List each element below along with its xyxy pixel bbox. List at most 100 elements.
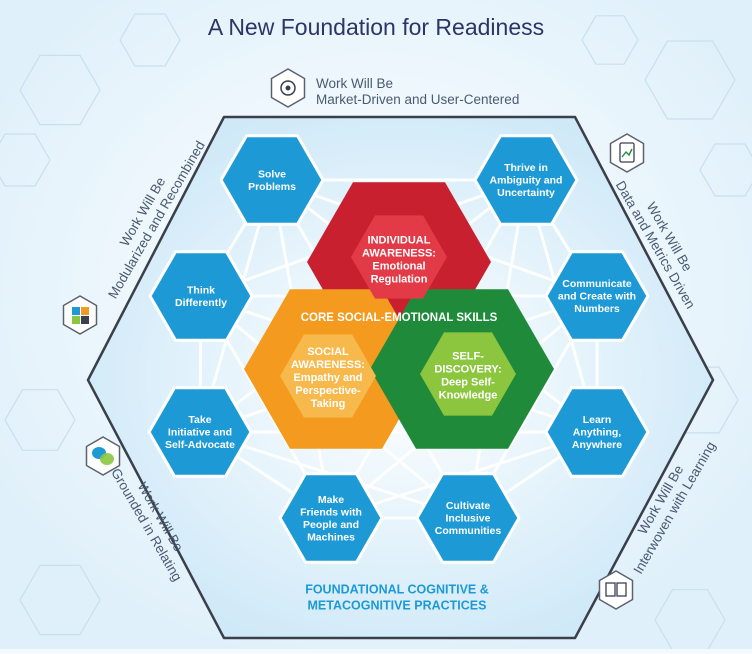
background-hexagon [0,133,51,187]
skill-label-line: Self-Advocate [165,439,235,451]
target-icon [270,68,306,108]
individual-awareness-label-line: INDIVIDUAL [368,234,431,246]
trend-top-label: Work Will Be Market-Driven and User-Cent… [316,76,519,108]
skill-label-line: Numbers [574,303,620,315]
self-discovery-label: SELF-DISCOVERY:Deep Self-Knowledge [434,350,501,401]
skill-label-line: Think [187,284,215,296]
icons-layer [62,68,645,610]
self-discovery-label-line: Knowledge [439,389,498,401]
puzzle-icon-piece [81,316,89,324]
skill-hexagon-shape [544,386,650,478]
skill-label-line: Problems [248,181,296,193]
social-awareness-label-line: AWARENESS: [291,359,365,371]
book-icon [598,570,634,610]
skill-hexagon-shape [147,386,253,478]
page-title: A New Foundation for Readiness [207,14,545,40]
skill-label-line: Inclusive [446,513,491,525]
skill-hexagon-shape [219,134,325,226]
background-hexagon [644,40,736,120]
background-hexagon [699,143,752,197]
social-awareness-label-line: SOCIAL [307,346,349,358]
skill-label-line: Uncertainty [497,187,555,199]
self-discovery-label-line: DISCOVERY: [434,363,501,375]
skill-label-line: Learn [583,414,612,426]
book-icon-page [616,582,627,597]
skill-hexagon-shape [473,134,579,226]
individual-awareness-label-line: Emotional [372,260,425,272]
target-icon-center [285,85,291,91]
puzzle-icon [62,295,98,335]
skill-label-line: Solve [258,168,286,180]
foundation-text-line: FOUNDATIONAL COGNITIVE & [305,582,489,596]
skill-label-line: Initiative and [168,427,232,439]
core-heading: CORE SOCIAL-EMOTIONAL SKILLS [301,312,498,324]
individual-awareness-label-line: AWARENESS: [362,247,436,259]
skill-hexagon-shape [278,472,384,564]
puzzle-icon-piece [72,307,80,315]
puzzle-icon-piece [72,316,80,324]
background-hexagon [19,54,101,126]
individual-awareness-label-line: Regulation [371,273,428,285]
background-hexagon [19,564,101,636]
speech-bubbles-icon [85,436,121,476]
self-discovery-label-line: Deep Self- [441,376,495,388]
skill-label-line: and Create with [558,291,636,303]
background-hexagon [581,15,639,65]
foundation-text: FOUNDATIONAL COGNITIVE & METACOGNITIVE PR… [305,582,489,612]
skill-label-line: Cultivate [446,500,491,512]
self-discovery-inner [420,332,516,416]
skill-label-line: Thrive in [504,162,548,174]
skill-label-line: Machines [307,531,355,543]
social-awareness-label-line: Taking [311,398,346,410]
target-icon-ring [280,80,296,96]
book-icon-frame [598,570,634,610]
background-hexagon [4,389,76,451]
social-awareness-inner [280,334,376,418]
self-discovery-label-line: SELF- [452,350,484,362]
background-hexagon [119,13,181,67]
puzzle-icon-piece [81,307,89,315]
skill-label-line: Anything, [573,427,621,439]
skill-hexagon-shape [148,250,254,342]
skill-hexagon-shape [544,250,650,342]
individual-awareness-inner [351,215,447,299]
foundation-label: FOUNDATIONAL COGNITIVE & METACOGNITIVE PR… [305,582,489,612]
skill-hexagon-shape [415,472,521,564]
skill-label-line: Communities [435,525,502,537]
social-awareness-label-line: Perspective- [295,385,361,397]
skill-label-line: Take [188,414,211,426]
trend-top-line-2: Market-Driven and User-Centered [316,92,520,107]
skill-label-line: Anywhere [572,439,622,451]
clipboard-chart-icon [609,133,645,173]
chart-icon-line [621,148,633,158]
skill-label-line: Friends with [300,506,362,518]
skill-label-line: Ambiguity and [490,175,563,187]
trend-top-line-1: Work Will Be [316,76,394,91]
skill-label-line: Differently [175,297,227,309]
book-icon-page [605,582,616,597]
skill-label-line: People and [303,519,359,531]
speech-bubble [100,453,114,465]
skill-label-line: Make [318,494,344,506]
social-awareness-label-line: Empathy and [293,372,362,384]
foundation-text-line: METACOGNITIVE PRACTICES [308,598,487,612]
